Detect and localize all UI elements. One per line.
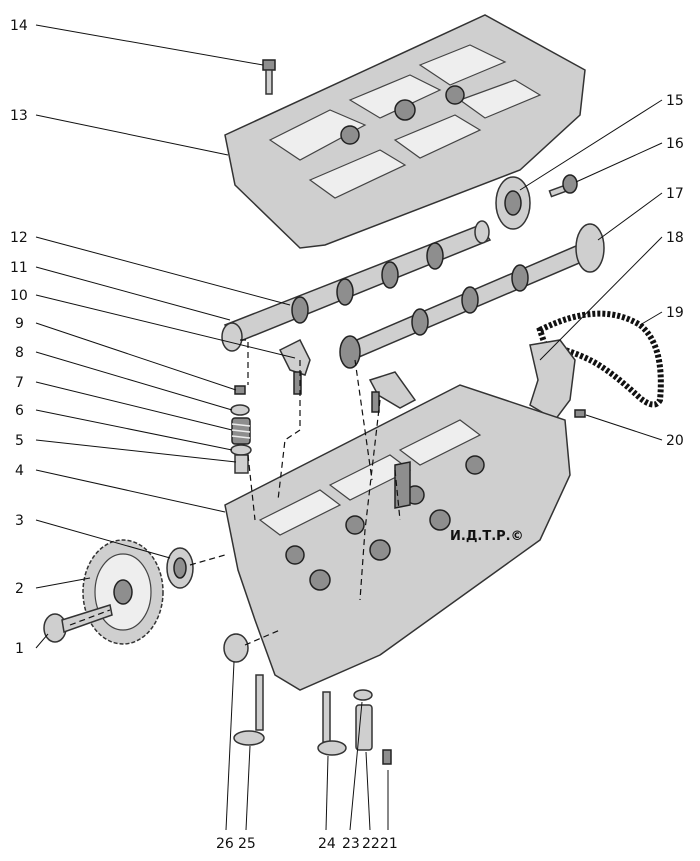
callout-2: 2: [15, 581, 24, 597]
callout-22: 22: [362, 836, 380, 852]
callout-8: 8: [15, 345, 24, 361]
callout-4: 4: [15, 463, 24, 479]
part-18-tensioner: [529, 339, 576, 421]
part-12-camshaft: [221, 220, 492, 352]
part-24-valve: [317, 691, 347, 756]
part-10-rocker-arm: [278, 338, 311, 395]
part-20-bolt: [574, 409, 586, 418]
callout-11: 11: [10, 260, 28, 276]
callout-5: 5: [15, 433, 24, 449]
callout-23: 23: [342, 836, 360, 852]
callout-13: 13: [10, 108, 28, 124]
part-5-guide: [234, 454, 249, 474]
callout-12: 12: [10, 230, 28, 246]
part-1-bolt: [43, 604, 113, 643]
callout-15: 15: [666, 93, 684, 109]
part-9-keeper: [234, 385, 246, 395]
callout-labels: 1 2 3 4 5 6 7 8 9 10 11 12 13 14 15 16 1…: [10, 18, 684, 852]
callout-1: 1: [15, 641, 24, 657]
leader-lines: [35, 24, 663, 831]
callout-9: 9: [15, 316, 24, 332]
callout-17: 17: [666, 186, 684, 202]
part-15-gear: [495, 176, 531, 230]
callout-10: 10: [10, 288, 28, 304]
callout-19: 19: [666, 305, 684, 321]
part-6-seat: [230, 444, 252, 456]
callout-18: 18: [666, 230, 684, 246]
callout-14: 14: [10, 18, 28, 34]
part-3-oil-seal: [166, 547, 194, 589]
part-26-cap: [223, 633, 249, 663]
part-21-bolt: [382, 749, 392, 765]
part-25-valve: [233, 674, 265, 746]
part-4-cylinder-head: [224, 384, 571, 691]
part-16-bolt: [548, 174, 578, 198]
callout-24: 24: [318, 836, 336, 852]
callout-3: 3: [15, 513, 24, 529]
part-23-o-ring: [353, 689, 373, 701]
part-13-head-cover: [224, 14, 586, 249]
callout-6: 6: [15, 403, 24, 419]
part-14-bolt: [262, 59, 276, 95]
callout-25: 25: [238, 836, 256, 852]
part-19-chain: [536, 310, 664, 408]
part-7-spring: [231, 417, 251, 445]
part-22-sensor: [355, 704, 373, 751]
part-17-camshaft-lower: [339, 223, 605, 369]
callout-16: 16: [666, 136, 684, 152]
callout-20: 20: [666, 433, 684, 449]
part-8-washer: [230, 404, 250, 416]
assembly-lines: [69, 339, 401, 646]
callout-26: 26: [216, 836, 234, 852]
part-rocker-arm-right: [368, 371, 417, 413]
part-2-sprocket: [82, 539, 164, 645]
callout-7: 7: [15, 375, 24, 391]
watermark-text: И.Д.Т.Р.©: [450, 529, 524, 544]
callout-21: 21: [380, 836, 398, 852]
